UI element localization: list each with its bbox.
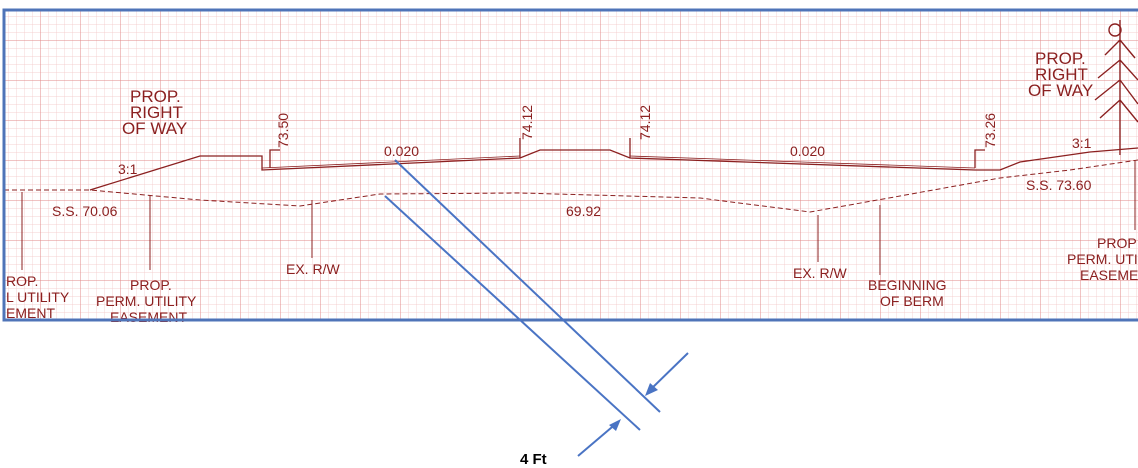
- ss-left: S.S. 70.06: [52, 203, 118, 219]
- drawing-frame: [2, 8, 1138, 322]
- center-elevation: 69.92: [566, 203, 601, 219]
- prop-row-right-3: OF WAY: [1028, 81, 1093, 100]
- grade-right: 0.020: [790, 143, 825, 159]
- arrow-upper: [647, 352, 689, 393]
- prop-util-left-3: EASEMENT: [110, 309, 187, 325]
- beginning-berm-1: BEGINNING: [868, 277, 947, 293]
- prop-util-left-2: PERM. UTILITY: [96, 293, 197, 309]
- ss-right: S.S. 73.60: [1026, 177, 1092, 193]
- ex-rw-right: EX. R/W: [793, 265, 847, 281]
- annotation-line-upper: [394, 159, 661, 413]
- diagram-labels: PROP. RIGHT OF WAY PROP. RIGHT OF WAY 3:…: [6, 49, 1138, 325]
- prop-util-right-3: EASEMEN: [1080, 267, 1138, 283]
- elevation-7412-a: 74.12: [519, 105, 535, 140]
- prop-util-right-1: PROP: [1097, 235, 1137, 251]
- prop-util-far-left-1: ROP.: [6, 273, 38, 289]
- prop-util-far-left-3: EMENT: [6, 305, 55, 321]
- prop-util-left-1: PROP.: [130, 277, 172, 293]
- prop-row-left-1: PROP.: [130, 87, 181, 106]
- tree-icon: [1094, 20, 1138, 155]
- prop-util-right-2: PERM. UTI: [1067, 251, 1138, 267]
- beginning-berm-2: OF BERM: [880, 293, 944, 309]
- arrowhead-upper: [645, 383, 658, 396]
- prop-util-far-left-2: L UTILITY: [6, 289, 70, 305]
- elevation-7412-b: 74.12: [637, 105, 653, 140]
- prop-row-right-1: PROP.: [1035, 49, 1086, 68]
- elevation-tick-7350: [269, 149, 280, 168]
- grade-left: 0.020: [384, 143, 419, 159]
- prop-row-right-2: RIGHT: [1035, 65, 1088, 84]
- leader-lines: [21, 160, 1136, 275]
- elevation-tick-7326: [974, 149, 985, 168]
- existing-ground-line: [4, 159, 1138, 213]
- annotation-line-lower: [384, 195, 641, 431]
- prop-row-left-2: RIGHT: [130, 103, 183, 122]
- slope-left: 3:1: [118, 161, 138, 177]
- measurement-annotation: [384, 159, 689, 457]
- proposed-section-line: [89, 147, 1138, 191]
- arrowhead-lower: [609, 419, 621, 431]
- measurement-label: 4 Ft: [520, 451, 547, 468]
- arrow-lower: [577, 421, 619, 457]
- prop-row-left-3: OF WAY: [122, 119, 187, 138]
- pavement-line: [261, 155, 976, 169]
- ex-rw-left: EX. R/W: [286, 261, 340, 277]
- elevation-7350: 73.50: [275, 113, 291, 148]
- graph-paper-grid: [4, 10, 1138, 320]
- elevation-7326: 73.26: [982, 113, 998, 148]
- slope-right: 3:1: [1072, 135, 1092, 151]
